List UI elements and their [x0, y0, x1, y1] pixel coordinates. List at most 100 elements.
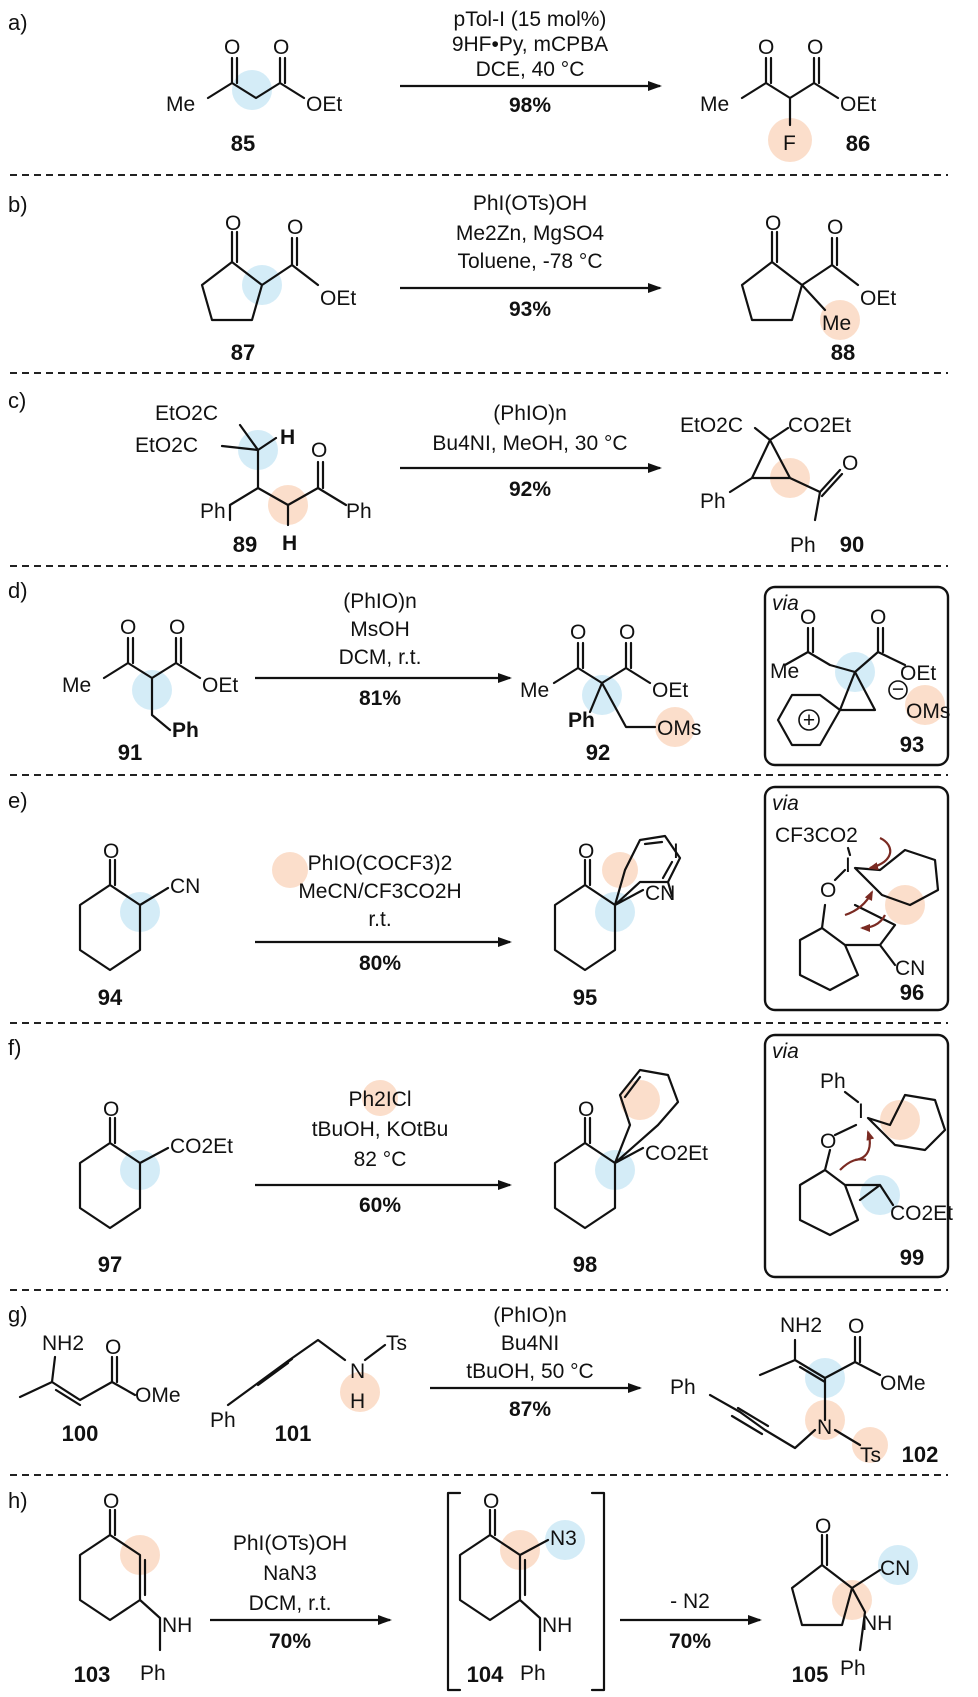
yield: 87% — [509, 1398, 551, 1421]
atom-O: O — [103, 840, 119, 863]
panel-letter: d) — [8, 578, 28, 603]
atom-Ph: Ph — [200, 500, 226, 523]
highlight — [852, 1427, 888, 1463]
atom-OEt: OEt — [860, 287, 896, 310]
atom-O: O — [483, 1490, 499, 1513]
atom-CO2Et: CO2Et — [788, 414, 851, 437]
atom-O: O — [842, 452, 858, 475]
highlight — [340, 1372, 380, 1412]
atom-Me: Me — [822, 312, 851, 335]
highlight — [362, 1080, 398, 1116]
panel-letter: a) — [8, 10, 28, 35]
atom-EtO2C: EtO2C — [680, 414, 743, 437]
compound-label: 94 — [98, 985, 123, 1010]
atom-O: O — [800, 606, 816, 629]
atom-CN: CN — [170, 875, 200, 898]
compound-label: 104 — [467, 1662, 504, 1687]
atom-O: O — [578, 840, 594, 863]
yield: 81% — [359, 687, 401, 710]
atom-O: O — [105, 1336, 121, 1359]
panel-letter: b) — [8, 192, 28, 217]
atom-O: O — [815, 1515, 831, 1538]
panel-letter: g) — [8, 1302, 28, 1327]
atom-Ph: Ph — [172, 719, 199, 742]
reagent-line: DCM, r.t. — [249, 1592, 332, 1615]
reagent-line: tBuOH, KOtBu — [312, 1118, 449, 1141]
atom-OMe: OMe — [135, 1384, 181, 1407]
compound-label: 105 — [792, 1662, 829, 1687]
intermediate-box — [763, 785, 950, 1012]
panel-letter: c) — [8, 388, 26, 413]
reagent-line: 82 °C — [354, 1148, 407, 1171]
via-label: via — [772, 592, 799, 615]
reagent-line: (PhIO)n — [493, 1304, 567, 1327]
panel-h: h) O NH Ph 103 PhI(OTs)OH NaN3 DCM, r.t.… — [8, 1488, 918, 1692]
highlight — [820, 300, 860, 340]
atom-Ph: Ph — [670, 1376, 696, 1399]
panel-letter: f) — [8, 1035, 21, 1060]
atom-Ph: Ph — [210, 1409, 236, 1432]
via-label: via — [772, 792, 799, 815]
atom-Me: Me — [770, 660, 799, 683]
atom-O: O — [311, 439, 327, 462]
highlight — [272, 852, 308, 888]
compound-label: 97 — [98, 1252, 122, 1277]
atom-Ts: Ts — [860, 1444, 881, 1467]
atom-CO2Et: CO2Et — [645, 1142, 708, 1165]
atom-O: O — [570, 621, 586, 644]
yield: 98% — [509, 94, 551, 117]
plus-charge: + — [803, 709, 815, 732]
atom-N: N — [817, 1416, 832, 1439]
yield: 70% — [269, 1630, 311, 1653]
compound-label: 86 — [846, 131, 870, 156]
panel-a: a) O O Me OEt 85 pTol-I (15 mol%) 9HF•Py… — [8, 8, 876, 162]
atom-O: O — [820, 879, 836, 902]
atom-H: H — [282, 532, 297, 555]
atom-O: O — [103, 1098, 119, 1121]
highlight — [832, 1580, 872, 1620]
reagent-line: Me2Zn, MgSO4 — [456, 222, 605, 245]
atom-OEt: OEt — [652, 679, 688, 702]
highlight — [602, 852, 638, 888]
atom-O: O — [287, 216, 303, 239]
atom-Me: Me — [520, 679, 549, 702]
compound-label: 88 — [831, 340, 855, 365]
compound-label: 92 — [586, 740, 610, 765]
compound-label: 101 — [275, 1421, 312, 1446]
atom-Ph: Ph — [568, 709, 595, 732]
reagent-line: (PhIO)n — [343, 590, 417, 613]
highlight — [880, 1100, 920, 1140]
compound-label: 95 — [573, 985, 597, 1010]
compound-label: 89 — [233, 532, 257, 557]
atom-Ph: Ph — [520, 1662, 546, 1685]
atom-OEt: OEt — [900, 662, 936, 685]
atom-O: O — [273, 36, 289, 59]
atom-OEt: OEt — [320, 287, 356, 310]
atom-O: O — [578, 1098, 594, 1121]
compound-label: 90 — [840, 532, 864, 557]
panel-b: b) O O OEt 87 PhI(OTs)OH Me2Zn, MgSO4 To… — [8, 192, 896, 365]
compound-label: 98 — [573, 1252, 597, 1277]
reagent-line: DCE, 40 °C — [476, 58, 585, 81]
atom-CN: CN — [880, 1557, 910, 1580]
minus-charge: − — [892, 678, 904, 701]
atom-EtO2C: EtO2C — [155, 402, 218, 425]
atom-Me: Me — [62, 674, 91, 697]
compound-label: 102 — [902, 1442, 939, 1467]
atom-O: O — [807, 36, 823, 59]
compound-label: 100 — [62, 1421, 99, 1446]
reagent-line: Bu4NI, MeOH, 30 °C — [432, 432, 627, 455]
atom-F: F — [783, 132, 796, 155]
reagent-line: 9HF•Py, mCPBA — [452, 33, 608, 56]
brackets — [446, 1491, 606, 1692]
atom-NH2: NH2 — [780, 1314, 822, 1337]
intermediate-box — [763, 585, 950, 767]
reagent-line: r.t. — [368, 908, 391, 931]
yield: 93% — [509, 298, 551, 321]
highlight — [878, 1545, 918, 1585]
atom-CN: CN — [895, 957, 925, 980]
atom-O: O — [870, 606, 886, 629]
highlight — [500, 1530, 540, 1570]
atom-Ph: Ph — [700, 490, 726, 513]
